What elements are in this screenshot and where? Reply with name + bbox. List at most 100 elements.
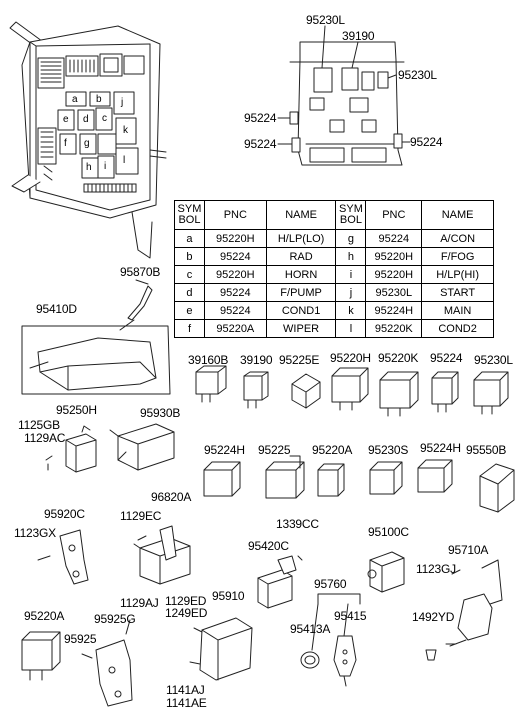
- table-cell: 95224H: [365, 301, 423, 320]
- label-39190-top: 39190: [342, 29, 375, 43]
- label-95224-c: 95224: [410, 135, 443, 149]
- label-95250H: 95250H: [56, 403, 97, 417]
- table-cell: F/PUMP: [265, 283, 337, 302]
- brackets-and-modules: [37, 525, 503, 647]
- table-row: d 95224 F/PUMP j 95230L START: [174, 283, 494, 302]
- label-95413A: 95413A: [290, 622, 331, 636]
- header-pnc-2: PNC: [365, 200, 423, 230]
- table-cell: 95220A: [203, 319, 267, 338]
- table-cell: COND2: [421, 319, 494, 338]
- table-cell: i: [335, 265, 367, 284]
- table-cell: MAIN: [421, 301, 494, 320]
- fuse-slot-a: a: [72, 94, 78, 105]
- label-1125GB: 1125GB: [18, 418, 60, 432]
- table-cell: c: [174, 265, 205, 284]
- label-95230S: 95230S: [368, 443, 409, 457]
- header-name-2: NAME: [421, 200, 494, 230]
- table-row: c 95220H HORN i 95220H H/LP(HI): [174, 265, 494, 284]
- label-39190: 39190: [240, 353, 273, 367]
- table-cell: 95220K: [365, 319, 423, 338]
- table-cell: 95220H: [365, 265, 423, 284]
- label-1123GJ: 1123GJ: [416, 562, 456, 576]
- fuse-slot-c: c: [102, 113, 107, 124]
- table-header-row: SYM BOL PNC NAME SYM BOL PNC NAME: [174, 200, 494, 230]
- table-cell: 95224: [365, 229, 423, 248]
- table-cell: d: [174, 283, 205, 302]
- header-symbol-2: SYM BOL: [335, 200, 367, 230]
- table-cell: 95220H: [365, 247, 423, 266]
- label-1129AJ: 1129AJ: [120, 596, 159, 610]
- fuse-slot-i: i: [104, 161, 107, 172]
- relay-box-assembly: [9, 21, 167, 259]
- fuse-slot-l: l: [123, 155, 126, 166]
- table-cell: H/LP(HI): [421, 265, 494, 284]
- label-95220K: 95220K: [378, 351, 419, 365]
- table-row: b 95224 RAD h 95220H F/FOG: [174, 247, 494, 266]
- table-cell: b: [174, 247, 205, 266]
- header-name: NAME: [265, 200, 337, 230]
- fuse-slot-d: d: [83, 114, 89, 125]
- relay-row-2-left: [45, 423, 175, 473]
- table-cell: k: [335, 301, 367, 320]
- label-1129ED: 1129ED: [165, 594, 207, 608]
- label-95230L: 95230L: [474, 353, 513, 367]
- label-39160B: 39160B: [188, 353, 229, 367]
- table-cell: COND1: [265, 301, 337, 320]
- label-95710A: 95710A: [448, 543, 489, 557]
- label-95925G: 95925G: [94, 612, 136, 626]
- label-95224: 95224: [430, 351, 463, 365]
- label-95550B: 95550B: [466, 443, 507, 457]
- bracket-95410d-assembly: [21, 279, 171, 395]
- label-95220H: 95220H: [330, 351, 371, 365]
- label-1141AE: 1141AE: [166, 696, 207, 710]
- label-1141AJ: 1141AJ: [166, 683, 205, 697]
- table-cell: 95220H: [203, 229, 267, 248]
- table-cell: 95220H: [203, 265, 267, 284]
- relay-row-1: [195, 365, 509, 417]
- label-95870B: 95870B: [120, 265, 161, 279]
- table-cell: g: [335, 229, 367, 248]
- table-row: a 95220H H/LP(LO) g 95224 A/CON: [174, 229, 494, 248]
- table-cell: START: [421, 283, 494, 302]
- label-95415: 95415: [334, 609, 367, 623]
- table-cell: 95224: [203, 301, 267, 320]
- label-95410D: 95410D: [36, 302, 77, 316]
- table-cell: 95224: [203, 247, 267, 266]
- table-cell: 95224: [203, 283, 267, 302]
- label-95920C: 95920C: [44, 507, 85, 521]
- table-cell: HORN: [265, 265, 337, 284]
- label-95220A-b: 95220A: [24, 609, 65, 623]
- label-95420C: 95420C: [248, 539, 289, 553]
- label-95100C: 95100C: [368, 525, 409, 539]
- label-95930B: 95930B: [140, 406, 181, 420]
- fuse-slot-g: g: [84, 138, 90, 149]
- table-cell: H/LP(LO): [265, 229, 337, 248]
- label-1492YD: 1492YD: [412, 610, 455, 624]
- label-95224H-a: 95224H: [204, 443, 245, 457]
- label-95925: 95925: [64, 632, 97, 646]
- label-95230L-top: 95230L: [306, 13, 345, 27]
- table-cell: WIPER: [265, 319, 337, 338]
- table-cell: A/CON: [421, 229, 494, 248]
- label-1339CC: 1339CC: [276, 517, 319, 531]
- label-95224H-b: 95224H: [420, 441, 461, 455]
- header-pnc: PNC: [203, 200, 267, 230]
- fuse-slot-k: k: [123, 125, 128, 136]
- label-96820A: 96820A: [151, 490, 192, 504]
- table-cell: 95230L: [365, 283, 423, 302]
- label-1129AC: 1129AC: [24, 431, 66, 445]
- bottom-parts: [21, 593, 437, 707]
- fuse-slot-j: j: [121, 97, 124, 108]
- label-95225E: 95225E: [279, 353, 320, 367]
- table-row: f 95220A WIPER l 95220K COND2: [174, 319, 494, 338]
- relay-box-top-view: [277, 25, 411, 166]
- table-cell: a: [174, 229, 205, 248]
- table-cell: l: [335, 319, 367, 338]
- label-1123GX: 1123GX: [14, 526, 56, 540]
- fuse-slot-f: f: [64, 138, 67, 149]
- table-cell: RAD: [265, 247, 337, 266]
- label-95225: 95225: [258, 443, 291, 457]
- label-1249ED: 1249ED: [165, 606, 208, 620]
- relay-row-2-right: [203, 455, 515, 513]
